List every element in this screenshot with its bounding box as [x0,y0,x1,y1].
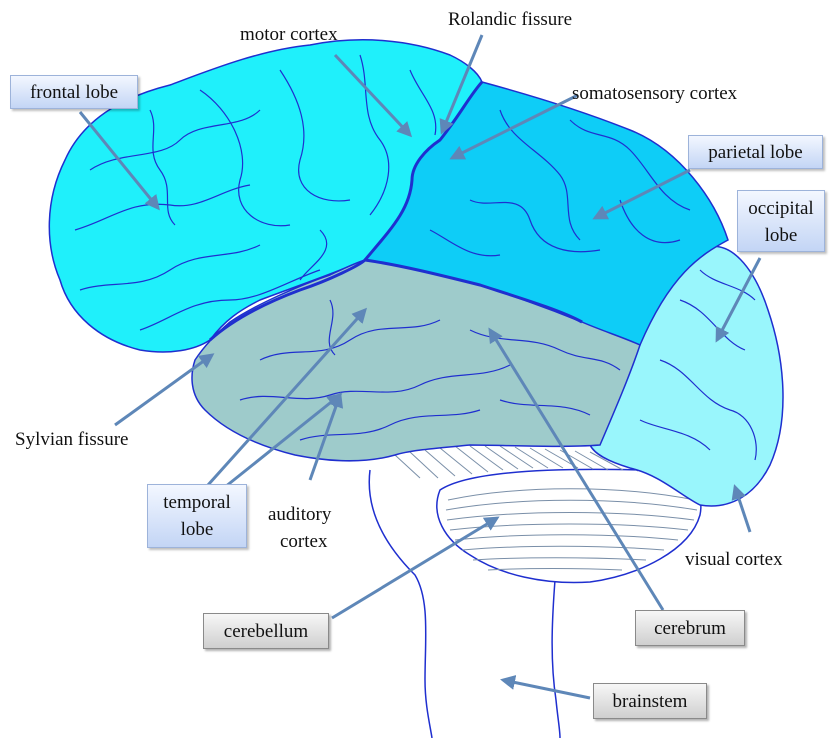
temporal-lobe-box: temporal lobe [147,484,247,548]
occipital-lobe-box: occipital lobe [737,190,825,252]
parietal-lobe-text: parietal lobe [708,142,802,163]
occipital-lobe-text-line1: occipital [738,198,824,220]
arrow-cerebellum [332,518,497,618]
rolandic-fissure-label: Rolandic fissure [448,9,572,30]
temporal-lobe-text-line1: temporal [148,492,246,514]
auditory-cortex-label-line1: auditory [268,504,332,525]
cerebrum-text: cerebrum [654,618,726,639]
frontal-lobe-text: frontal lobe [30,82,118,103]
cerebellum-text: cerebellum [224,621,308,642]
brainstem-box: brainstem [593,683,707,719]
frontal-lobe-box: frontal lobe [10,75,138,109]
visual-cortex-label: visual cortex [685,549,783,570]
motor-cortex-label: motor cortex [240,24,338,45]
somatosensory-cortex-label: somatosensory cortex [572,83,738,104]
sylvian-fissure-label: Sylvian fissure [15,429,128,450]
auditory-cortex-label-line2: cortex [280,531,328,552]
parietal-lobe-box: parietal lobe [688,135,823,169]
arrow-brainstem [503,680,590,698]
occipital-lobe-text-line2: lobe [738,225,824,247]
cerebellum-box: cerebellum [203,613,329,649]
cerebrum-box: cerebrum [635,610,745,646]
brainstem-text: brainstem [613,691,688,712]
temporal-lobe-text-line2: lobe [148,519,246,541]
